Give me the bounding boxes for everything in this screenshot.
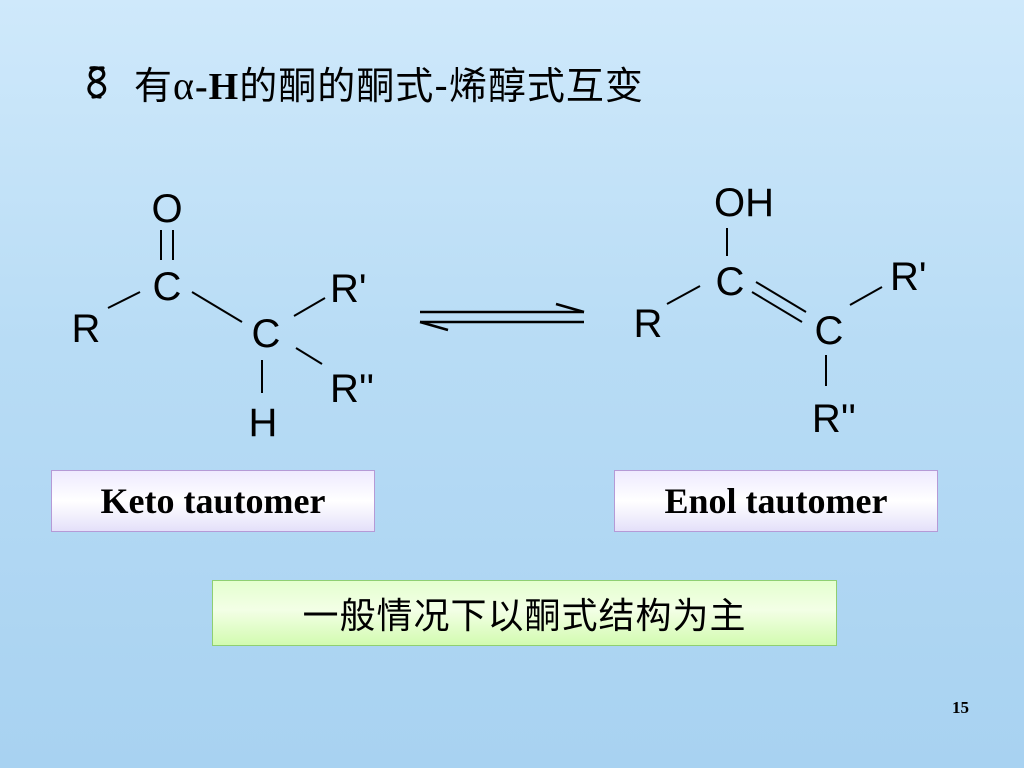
enol-r-prime: R' [890, 255, 927, 299]
enol-hydroxyl: OH [714, 181, 774, 225]
enol-carbon-1: C [716, 260, 745, 304]
tautomer-diagram: O C R C R' R'' H OH C R C R' R'' [72, 181, 927, 445]
title-alpha-symbol: α [173, 62, 195, 108]
keto-r-bond [107, 291, 141, 309]
link-bullet-icon [87, 66, 107, 99]
enol-cc-double-bond-2 [751, 291, 803, 323]
keto-carbon-1: C [153, 265, 182, 309]
keto-hydrogen: H [249, 401, 278, 445]
enol-cc-double-bond-1 [755, 281, 807, 313]
enol-r-prime-bond [849, 286, 883, 306]
enol-structure: OH C R C R' R'' [634, 181, 927, 441]
page-number: 15 [952, 698, 969, 717]
keto-r-double-prime-bond [295, 347, 323, 365]
slide-title: 有α-H的酮的酮式-烯醇式互变 [82, 52, 644, 112]
enol-carbon-2: C [815, 309, 844, 353]
keto-r-group: R [72, 307, 101, 351]
ketone-predominance-note: 一般情况下以酮式结构为主 [212, 580, 837, 646]
title-middle: -H [194, 65, 240, 108]
keto-cc-bond [191, 291, 243, 323]
keto-structure: O C R C R' R'' H [72, 187, 375, 445]
keto-r-double-prime: R'' [330, 367, 374, 411]
enol-r-bond [666, 285, 701, 305]
keto-carbon-2: C [252, 312, 281, 356]
keto-r-prime: R' [330, 267, 367, 311]
title-text: 有α-H的酮的酮式-烯醇式互变 [134, 55, 644, 110]
enol-tautomer-label: Enol tautomer [614, 470, 938, 532]
enol-r-double-prime: R'' [812, 397, 856, 441]
title-suffix: 的酮的酮式-烯醇式互变 [239, 63, 644, 108]
keto-tautomer-label: Keto tautomer [51, 470, 375, 532]
equilibrium-arrows-icon [419, 302, 585, 332]
title-prefix: 有 [134, 63, 174, 108]
keto-oxygen: O [151, 187, 182, 231]
keto-r-prime-bond [293, 297, 326, 317]
enol-r-group: R [634, 302, 663, 346]
